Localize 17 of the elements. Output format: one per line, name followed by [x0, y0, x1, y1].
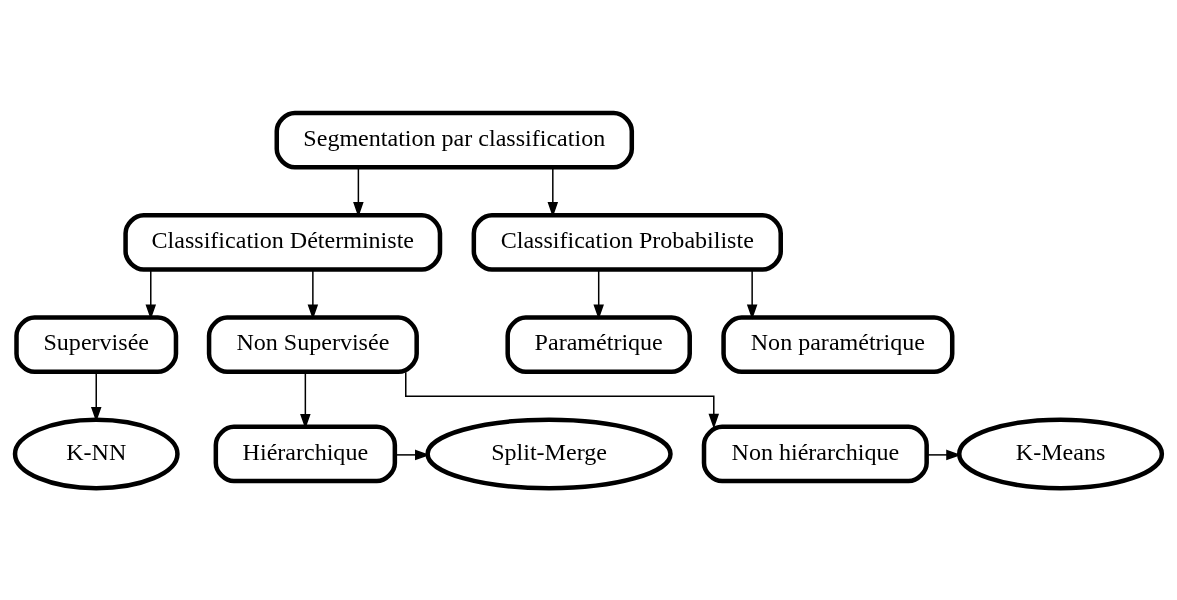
arrow — [405, 371, 720, 429]
node-box: Classification Probabiliste — [471, 212, 783, 272]
arrow — [746, 268, 758, 319]
node-box: Hiérarchique — [213, 424, 398, 483]
node-box: Non Supervisée — [206, 314, 419, 374]
arrow — [307, 268, 319, 319]
node-ellipse: K-Means — [956, 416, 1165, 490]
node-ellipse: Split-Merge — [425, 416, 673, 490]
node-box: Classification Déterministe — [123, 212, 443, 272]
arrow — [593, 268, 604, 319]
node-box: Segmentation par classification — [274, 110, 635, 169]
arrow — [145, 268, 157, 319]
node-box: Non hiérarchique — [701, 424, 929, 483]
node-box: Paramétrique — [505, 314, 692, 374]
node-box: Supervisée — [14, 314, 179, 374]
node-ellipse: K-NN — [12, 416, 180, 490]
node-box: Non paramétrique — [721, 314, 955, 374]
